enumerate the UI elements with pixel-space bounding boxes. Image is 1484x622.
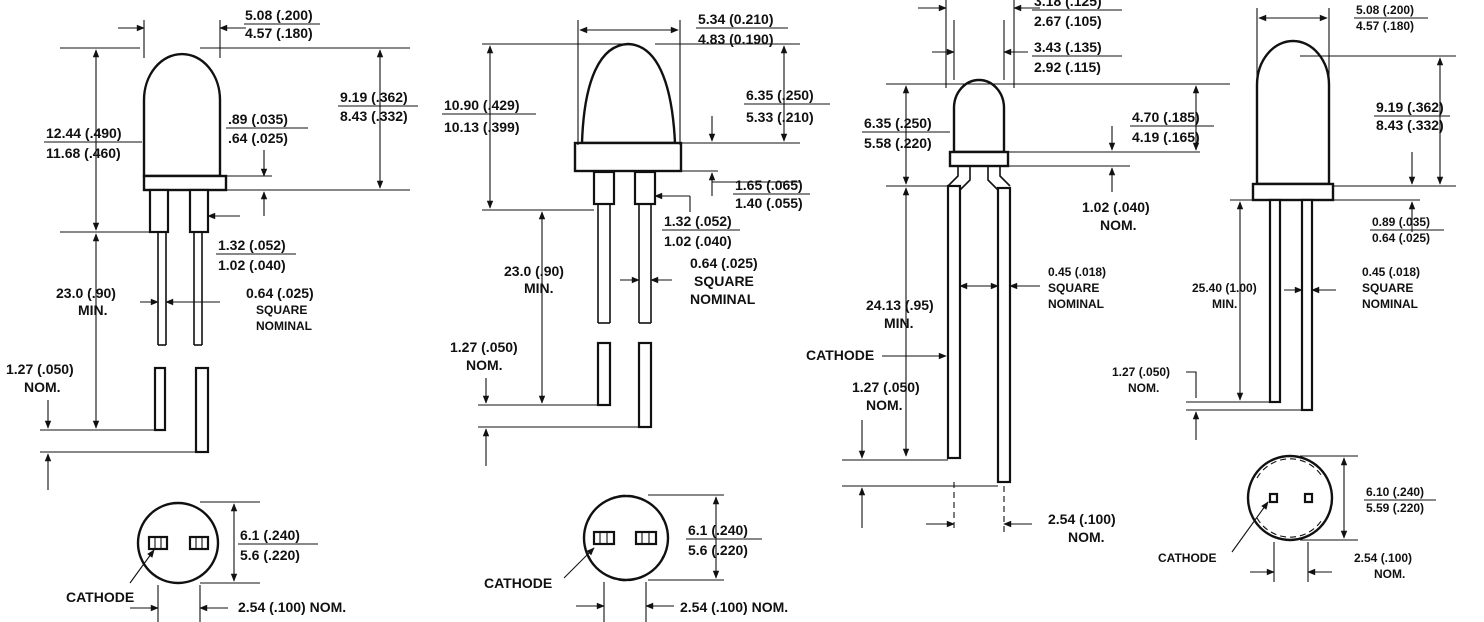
led1-bottom-view xyxy=(136,501,220,585)
led4-lead-nominal-label: NOMINAL xyxy=(1362,297,1418,311)
led4-height-min: 8.43 (.332) xyxy=(1376,117,1444,133)
led3-inner-min: 2.92 (.115) xyxy=(1034,59,1101,75)
led2-overall-min: 10.13 (.399) xyxy=(444,119,520,135)
led3-inner-max: 3.43 (.135) xyxy=(1034,39,1102,55)
led1-shoulder-min: 1.02 (.040) xyxy=(218,257,286,273)
led3-dome-max: 4.70 (.185) xyxy=(1132,109,1200,125)
led4-width-min: 4.57 (.180) xyxy=(1356,19,1414,33)
led1-shoulder-max: 1.32 (.052) xyxy=(218,237,286,253)
led4-height-max: 9.19 (.362) xyxy=(1376,99,1444,115)
led1-lead-offset: 1.27 (.050) xyxy=(6,361,74,377)
led1-lead-square: 0.64 (.025) xyxy=(246,285,314,301)
led1-width-max: 5.08 (.200) xyxy=(245,7,313,23)
led2-lead-square: 0.64 (.025) xyxy=(690,255,758,271)
led1-flange-max: .89 (.035) xyxy=(228,111,288,127)
led2-dome-max: 6.35 (.250) xyxy=(746,87,814,103)
led4-cathode-label: CATHODE xyxy=(1158,551,1216,565)
led3-lead-square-label: SQUARE xyxy=(1048,281,1099,295)
led1-lead-length-min: MIN. xyxy=(78,302,108,318)
led1-width-min: 4.57 (.180) xyxy=(245,25,313,41)
led1-lead-nominal-label: NOMINAL xyxy=(256,319,312,333)
led3-lead-length: 24.13 (.95) xyxy=(866,297,934,313)
led3-side-view xyxy=(946,78,1012,484)
led2-lead-square-label: SQUARE xyxy=(694,273,754,289)
led4-lead-square-label: SQUARE xyxy=(1362,281,1413,295)
led4-drawing: 5.08 (.200) 4.57 (.180) 9.19 (.362) 8.43… xyxy=(1112,3,1456,582)
led2-shoulder-max: 1.32 (.052) xyxy=(664,213,732,229)
led3-lead-length-min: MIN. xyxy=(884,315,914,331)
led4-lead-length: 25.40 (1.00) xyxy=(1192,281,1257,295)
led2-width-min: 4.83 (0.190) xyxy=(698,31,774,47)
led1-diameter-min: 5.6 (.220) xyxy=(240,547,300,563)
led1-lead-square-label: SQUARE xyxy=(256,303,307,317)
led3-lead-offset: 1.27 (.050) xyxy=(852,379,920,395)
led2-lead-offset: 1.27 (.050) xyxy=(450,339,518,355)
led2-diameter-max: 6.1 (.240) xyxy=(688,522,748,538)
led2-diameter-min: 5.6 (.220) xyxy=(688,542,748,558)
led1-lead-offset-nom: NOM. xyxy=(24,379,61,395)
led3-flange-nom: NOM. xyxy=(1100,217,1137,233)
led4-flange-max: 0.89 (.035) xyxy=(1372,215,1430,229)
led4-lead-length-min: MIN. xyxy=(1212,297,1237,311)
led2-flange-min: 1.40 (.055) xyxy=(735,195,803,211)
led3-spacing-nom: NOM. xyxy=(1068,529,1105,545)
led2-lead-offset-nom: NOM. xyxy=(466,357,503,373)
led2-overall-max: 10.90 (.429) xyxy=(444,97,520,113)
led3-lead-square: 0.45 (.018) xyxy=(1048,265,1106,279)
led3-drawing: 3.18 (.125) 2.67 (.105) 3.43 (.135) 2.92… xyxy=(806,0,1230,545)
led2-width-max: 5.34 (0.210) xyxy=(698,11,774,27)
led4-side-view xyxy=(1251,39,1335,412)
led2-dome-min: 5.33 (.210) xyxy=(746,109,814,125)
led3-cathode-label: CATHODE xyxy=(806,347,874,363)
led2-drawing: 5.34 (0.210) 4.83 (0.190) 10.90 (.429) 1… xyxy=(442,11,830,622)
led2-lead-length-min: MIN. xyxy=(524,280,554,296)
led1-height-min: 8.43 (.332) xyxy=(340,108,408,124)
led3-height-min: 5.58 (.220) xyxy=(864,135,932,151)
led2-side-view xyxy=(573,42,683,429)
led4-diameter-min: 5.59 (.220) xyxy=(1366,501,1424,515)
led2-spacing: 2.54 (.100) NOM. xyxy=(680,599,788,615)
led1-drawing: 5.08 (.200) 4.57 (.180) .89 (.035) .64 (… xyxy=(6,7,418,622)
led2-lead-length: 23.0 (.90) xyxy=(504,263,564,279)
led1-height-max: 9.19 (.362) xyxy=(340,89,408,105)
led2-shoulder-min: 1.02 (.040) xyxy=(664,233,732,249)
led2-flange-max: 1.65 (.065) xyxy=(735,177,803,193)
led4-flange-min: 0.64 (.025) xyxy=(1372,231,1430,245)
led3-spacing: 2.54 (.100) xyxy=(1048,511,1116,527)
led2-lead-nominal-label: NOMINAL xyxy=(690,291,756,307)
led1-overall-max: 12.44 (.490) xyxy=(46,125,122,141)
led4-lead-offset-nom: NOM. xyxy=(1128,381,1159,395)
led3-width-min: 2.67 (.105) xyxy=(1034,13,1102,29)
led3-flange-dim: 1.02 (.040) xyxy=(1082,199,1150,215)
led1-diameter-max: 6.1 (.240) xyxy=(240,527,300,543)
led1-overall-min: 11.68 (.460) xyxy=(46,145,121,161)
led2-bottom-view xyxy=(582,494,670,582)
led3-dome-min: 4.19 (.165) xyxy=(1132,129,1200,145)
led3-lead-offset-nom: NOM. xyxy=(866,397,903,413)
led4-lead-offset: 1.27 (.050) xyxy=(1112,365,1170,379)
led1-lead-length: 23.0 (.90) xyxy=(56,285,116,301)
led4-diameter-max: 6.10 (.240) xyxy=(1366,485,1424,499)
led1-side-view xyxy=(142,52,228,454)
led4-width-max: 5.08 (.200) xyxy=(1356,3,1414,17)
led2-cathode-label: CATHODE xyxy=(484,575,552,591)
led4-lead-square: 0.45 (.018) xyxy=(1362,265,1420,279)
led3-width-max: 3.18 (.125) xyxy=(1034,0,1102,9)
led1-flange-min: .64 (.025) xyxy=(228,130,288,146)
led3-height-max: 6.35 (.250) xyxy=(864,115,932,131)
led4-bottom-view xyxy=(1246,454,1334,542)
led1-cathode-label: CATHODE xyxy=(66,589,134,605)
led4-spacing-nom: NOM. xyxy=(1374,567,1405,581)
led4-spacing: 2.54 (.100) xyxy=(1354,551,1412,565)
led3-lead-nominal-label: NOMINAL xyxy=(1048,297,1104,311)
led1-spacing: 2.54 (.100) NOM. xyxy=(238,599,346,615)
